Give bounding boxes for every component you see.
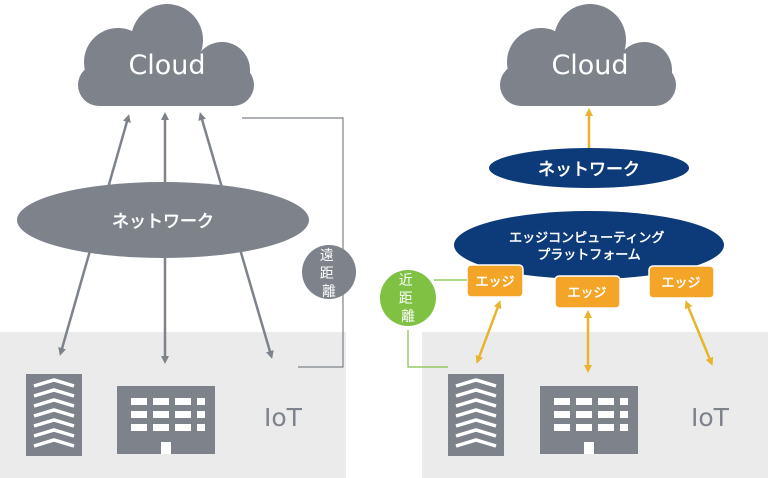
far-distance-badge <box>302 245 356 299</box>
edge-node-3 <box>648 265 715 299</box>
left-cloud-shape <box>78 4 254 106</box>
edge-platform-label: エッジコンピューティング プラットフォーム <box>509 230 669 263</box>
left-cloud-label: Cloud <box>128 50 205 81</box>
far-distance-label: 遠 距 離 <box>320 248 338 300</box>
right-diagram: Cloud ネットワーク エッジコンピューティング プラットフォーム エッジ エ… <box>380 4 768 478</box>
right-building-office-icon <box>540 386 638 454</box>
edge-arrow-1 <box>475 300 502 364</box>
left-iot-label: IoT <box>264 403 303 432</box>
left-network-label: ネットワーク <box>112 212 214 232</box>
edge-node-2 <box>554 275 621 309</box>
edge-platform-ellipse <box>454 211 724 279</box>
left-distance-bracket <box>242 117 344 368</box>
left-building-tower-icon <box>24 372 84 458</box>
edge-node-2-label: エッジ <box>567 286 606 301</box>
right-cloud-label: Cloud <box>551 50 628 81</box>
near-distance-badge <box>380 270 436 326</box>
left-network-ellipse <box>17 182 309 258</box>
edge-arrow-3 <box>684 300 714 366</box>
right-iot-label: IoT <box>691 403 730 432</box>
right-network-label: ネットワーク <box>538 160 640 180</box>
edge-nodes: エッジ エッジ エッジ <box>466 264 715 309</box>
near-distance-label: 近 距 離 <box>399 273 417 325</box>
edge-device-arrows <box>475 300 714 373</box>
right-distance-bracket <box>407 279 467 368</box>
right-network-ellipse <box>489 148 689 188</box>
left-diagram: Cloud ネットワーク 遠 距 離 IoT <box>0 4 356 478</box>
right-cloud-shape <box>500 4 676 106</box>
right-building-tower-icon <box>446 372 506 458</box>
edge-node-3-label: エッジ <box>661 276 700 291</box>
left-building-office-icon <box>117 386 215 454</box>
edge-node-1 <box>466 264 524 298</box>
edge-node-1-label: エッジ <box>475 275 514 290</box>
